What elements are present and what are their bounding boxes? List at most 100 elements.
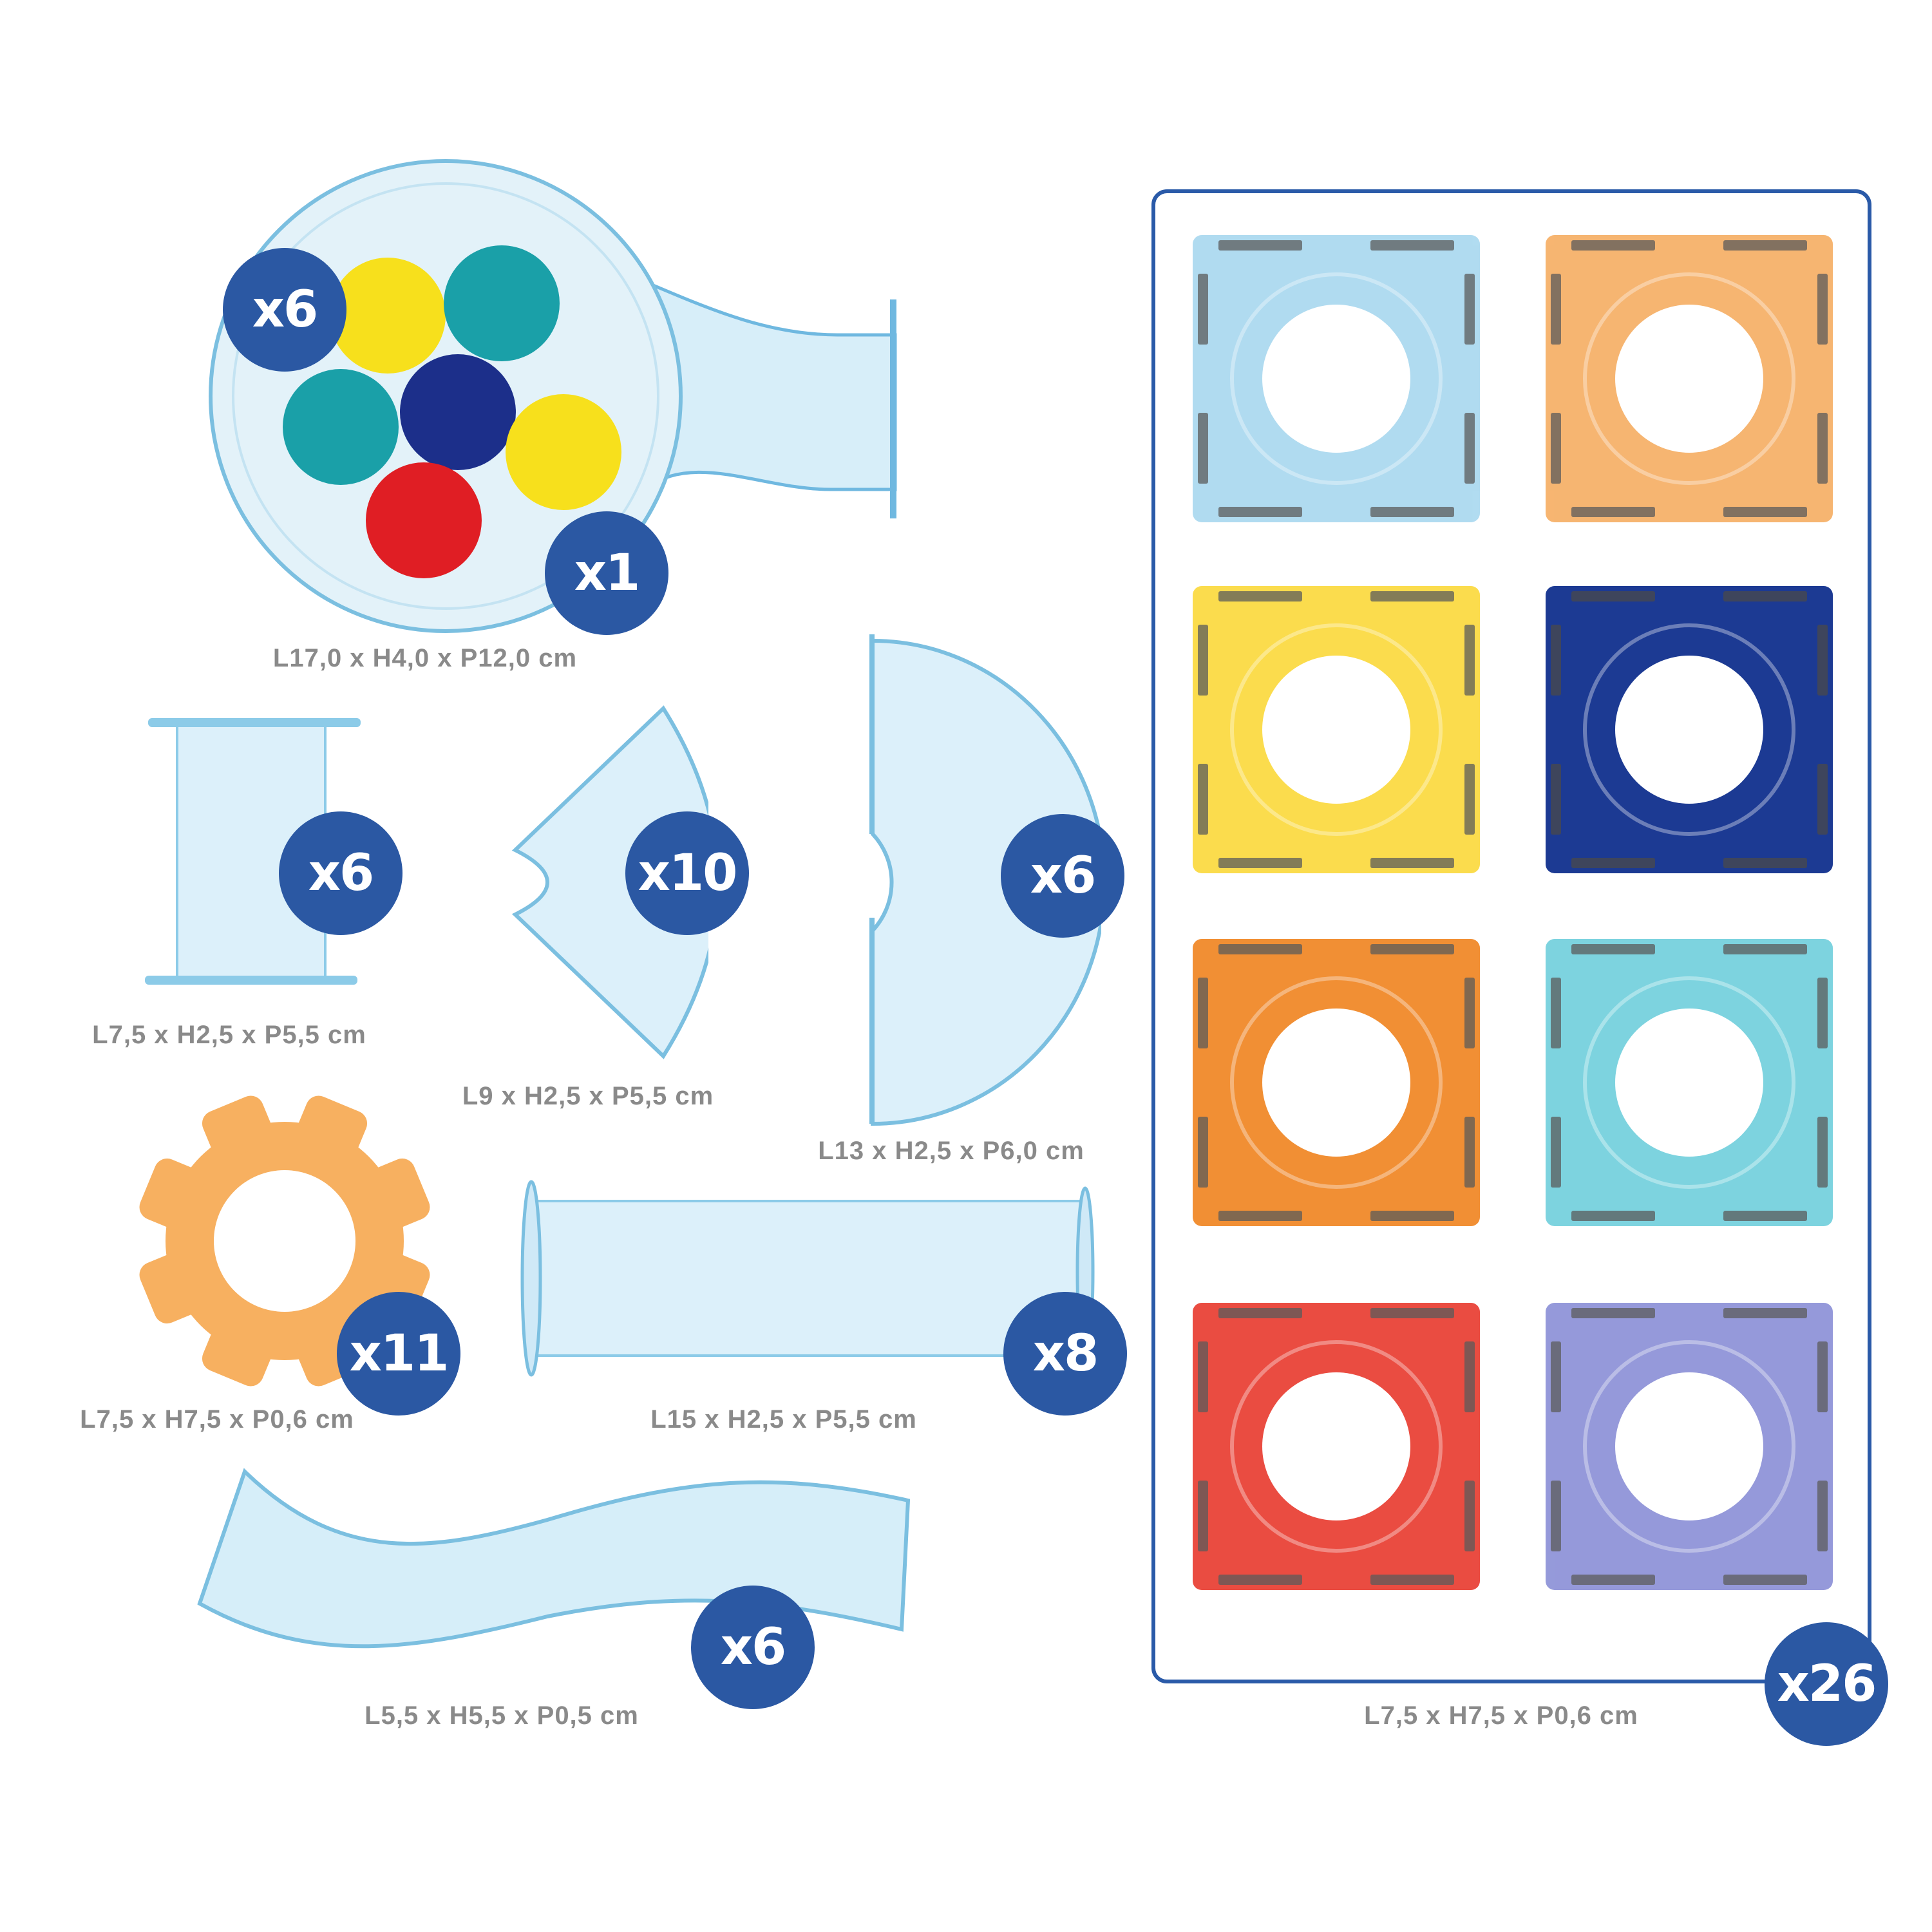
magnet [1571,507,1655,517]
straight-long-dimensions: L15 x H2,5 x P5,5 cm [650,1405,917,1434]
magnet [1218,858,1302,868]
magnet [1817,413,1828,484]
magnet [1723,507,1807,517]
magnet [1551,413,1561,484]
magnet [1723,1308,1807,1318]
magnet [1571,858,1655,868]
magnet [1464,764,1475,835]
magnet [1817,1341,1828,1412]
magnet [1817,274,1828,345]
magnet [1218,1211,1302,1221]
magnet [1551,1117,1561,1188]
magnet [1723,858,1807,868]
magnet [1370,1308,1454,1318]
straight-short-dimensions: L7,5 x H2,5 x P5,5 cm [92,1021,366,1049]
magnet [1723,591,1807,601]
gear-tooth [139,1252,204,1324]
wave-dimensions: L5,5 x H5,5 x P0,5 cm [365,1701,639,1730]
magnet [1464,625,1475,696]
magnet [1723,944,1807,954]
straight-short-count-badge: x6 [279,811,402,935]
magnet [1551,274,1561,345]
magnet [1218,591,1302,601]
magnetic-tile [1546,586,1833,873]
magnet [1198,1117,1208,1188]
magnet [1817,625,1828,696]
magnet [1723,1211,1807,1221]
magnet [1218,944,1302,954]
magnetic-tiles-panel [1151,189,1871,1683]
magnet [1571,1211,1655,1221]
ball [444,245,560,361]
curve-count-badge: x10 [625,811,749,935]
magnet [1464,413,1475,484]
magnet [1370,591,1454,601]
magnet [1464,1341,1475,1412]
magnet [1723,1575,1807,1585]
ball [506,394,621,510]
gear-tooth [202,1321,274,1387]
magnet [1198,764,1208,835]
magnet [1571,1575,1655,1585]
magnet [1198,1341,1208,1412]
tiles-count-badge: x26 [1765,1622,1888,1746]
magnet [1218,240,1302,251]
magnet [1551,1481,1561,1551]
magnet [1817,764,1828,835]
balls-count-badge: x6 [223,248,346,372]
magnet [1551,1341,1561,1412]
magnet [1571,944,1655,954]
funnel-dimensions: L17,0 x H4,0 x P12,0 cm [272,644,578,672]
gear-piece [139,1095,430,1387]
magnet [1198,274,1208,345]
magnet [1571,591,1655,601]
gear-count-badge: x11 [337,1292,460,1416]
magnet [1571,240,1655,251]
magnet [1551,625,1561,696]
magnet [1370,240,1454,251]
ball [283,369,399,485]
magnet [1464,1117,1475,1188]
magnetic-tile [1546,1303,1833,1590]
funnel-count-badge: x1 [545,511,668,635]
magnet [1370,858,1454,868]
gear-dimensions: L7,5 x H7,5 x P0,6 cm [80,1405,354,1434]
magnet [1218,507,1302,517]
magnetic-tile [1193,586,1480,873]
magnet [1370,507,1454,517]
magnet [1198,625,1208,696]
gear-tooth [202,1095,274,1160]
balls [283,245,621,578]
gear-tooth [139,1158,204,1230]
magnet [1817,978,1828,1048]
magnet [1571,1308,1655,1318]
gear-tooth [365,1158,430,1230]
tiles-dimensions: L7,5 x H7,5 x P0,6 cm [1364,1701,1638,1730]
magnet [1198,1481,1208,1551]
magnet [1723,240,1807,251]
curve-piece [511,705,708,1059]
u-curve-count-badge: x6 [1001,814,1124,938]
magnet [1817,1481,1828,1551]
magnetic-tile [1193,235,1480,522]
magnet [1464,274,1475,345]
magnet [1218,1308,1302,1318]
magnet [1198,978,1208,1048]
magnetic-tile [1546,939,1833,1226]
magnet [1817,1117,1828,1188]
magnet [1551,764,1561,835]
magnetic-tile [1193,1303,1480,1590]
wave-piece [197,1468,911,1649]
ball [330,258,446,374]
ball [366,462,482,578]
magnet [1464,1481,1475,1551]
ball [400,354,516,470]
curve-dimensions: L9 x H2,5 x P5,5 cm [462,1082,714,1110]
magnet [1370,1575,1454,1585]
magnet [1218,1575,1302,1585]
magnet [1370,1211,1454,1221]
u-curve-dimensions: L13 x H2,5 x P6,0 cm [818,1137,1084,1165]
u-curve-piece [869,634,1101,1126]
magnet [1551,978,1561,1048]
